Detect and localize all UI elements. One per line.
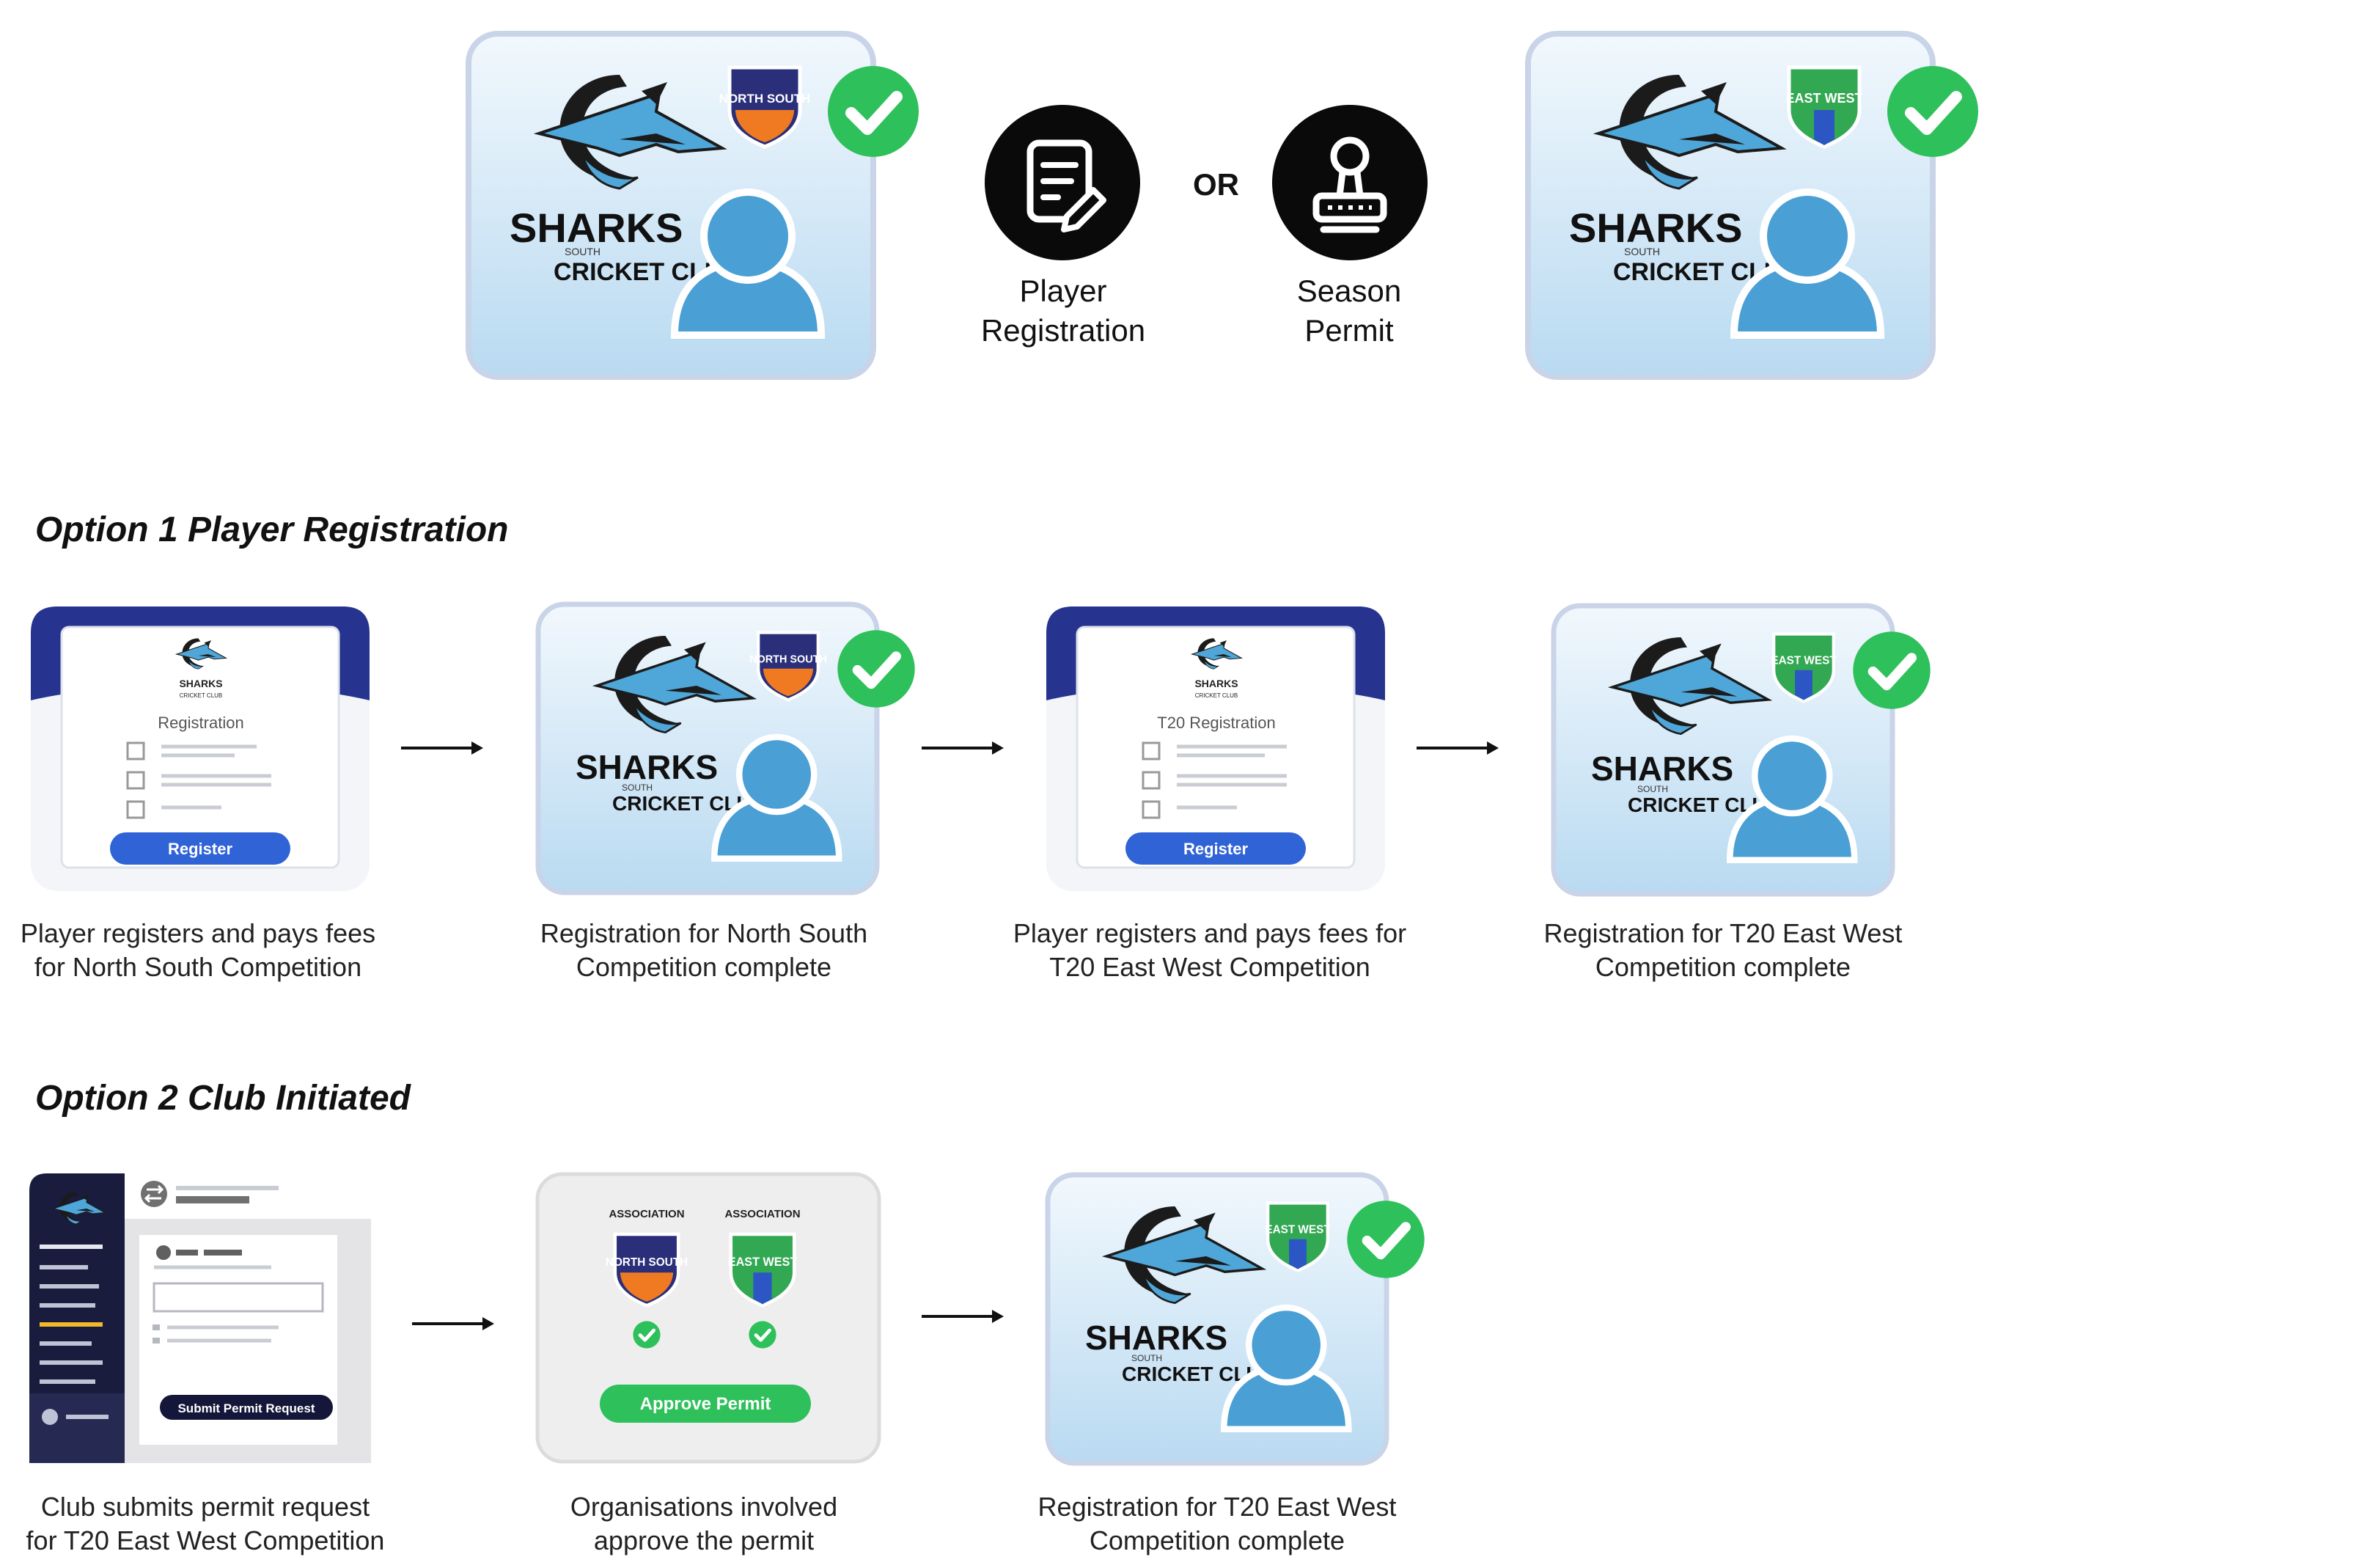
- register-button-label: Register: [1183, 840, 1248, 858]
- option1-caption-3: Player registers and pays fees for T20 E…: [1013, 918, 1407, 982]
- option2-caption-1: Club submits permit request for T20 East…: [26, 1492, 385, 1555]
- top-club-card-east-west: SHARKS SOUTH CRICKET CLUB EAST WEST: [1525, 31, 1987, 383]
- form-checkbox-row[interactable]: [126, 771, 271, 790]
- north-south-badge: NORTH SOUTH: [606, 1234, 688, 1305]
- t20-registration-form-screen: SHARKS CRICKET CLUB T20 Registration Reg…: [1045, 605, 1389, 895]
- or-label: OR: [1193, 167, 1239, 202]
- form-title: Registration: [158, 714, 243, 732]
- check-icon: [837, 630, 914, 707]
- club-sub-south: SOUTH: [1131, 1353, 1162, 1363]
- option1-heading: Option 1 Player Registration: [35, 510, 509, 549]
- user-icon: [156, 1245, 171, 1260]
- form-checkbox-row[interactable]: [126, 800, 221, 819]
- north-south-badge: NORTH SOUTH: [749, 633, 827, 700]
- east-west-badge: EAST WEST: [1265, 1203, 1331, 1271]
- check-icon: [828, 66, 919, 157]
- arrow-icon: [920, 737, 1008, 759]
- club-card-east-west: SHARKS SOUTH CRICKET CLUB EAST WEST: [1551, 603, 1939, 900]
- club-sub-south: SOUTH: [565, 246, 600, 257]
- check-icon: [1347, 1201, 1424, 1278]
- club-card-east-west: SHARKS SOUTH CRICKET CLUB EAST WEST: [1045, 1172, 1433, 1469]
- register-button[interactable]: Register: [110, 832, 290, 865]
- mini-club-sub: CRICKET CLUB: [180, 692, 223, 699]
- arrow-icon: [1415, 737, 1503, 759]
- east-west-badge: EAST WEST: [1785, 67, 1863, 147]
- check-icon: [633, 1321, 660, 1348]
- form-checkbox-row[interactable]: [126, 741, 257, 760]
- arrow-icon: [920, 1305, 1008, 1327]
- check-icon: [1887, 66, 1978, 157]
- club-admin-screen: Submit Permit Request: [29, 1173, 374, 1467]
- register-button[interactable]: Register: [1125, 832, 1306, 865]
- north-south-badge: NORTH SOUTH: [719, 67, 811, 147]
- option1-caption-4: Registration for T20 East West Competiti…: [1543, 918, 1903, 982]
- arrow-icon: [411, 1313, 499, 1335]
- form-checkbox-row[interactable]: [1142, 741, 1287, 760]
- mini-club-name: SHARKS: [179, 678, 222, 689]
- player-registration-label: Player Registration: [980, 274, 1146, 348]
- badge-label: NORTH SOUTH: [749, 653, 827, 665]
- permit-input[interactable]: [153, 1282, 324, 1313]
- registration-form-screen: SHARKS CRICKET CLUB Registration Registe…: [29, 605, 374, 895]
- club-name-sharks: SHARKS: [1569, 205, 1742, 251]
- option1-caption-1: Player registers and pays fees for North…: [20, 918, 376, 982]
- user-avatar-icon[interactable]: [42, 1409, 58, 1425]
- check-icon: [1853, 631, 1930, 708]
- form-title: T20 Registration: [1157, 714, 1275, 732]
- option2-caption-3: Registration for T20 East West Competiti…: [1037, 1492, 1397, 1555]
- club-name-sharks: SHARKS: [1085, 1319, 1227, 1357]
- club-name-sharks: SHARKS: [1591, 749, 1733, 788]
- club-sub-south: SOUTH: [1624, 246, 1660, 257]
- swap-icon[interactable]: [141, 1181, 167, 1207]
- form-checkbox-row[interactable]: [1142, 800, 1237, 819]
- east-west-badge: EAST WEST: [728, 1234, 798, 1305]
- club-name-sharks: SHARKS: [510, 205, 683, 251]
- season-permit-icon: [1272, 105, 1428, 260]
- east-west-badge: EAST WEST: [1771, 634, 1837, 702]
- option2-caption-2: Organisations involved approve the permi…: [570, 1492, 838, 1555]
- badge-label: EAST WEST: [1785, 91, 1862, 106]
- approve-permit-screen: ASSOCIATION ASSOCIATION NORTH SOUTH EAST…: [535, 1172, 884, 1465]
- club-card-north-south: SHARKS SOUTH CRICKET CLUB NORTH SOUTH: [535, 601, 924, 898]
- admin-sidebar: [29, 1173, 125, 1463]
- association-label: ASSOCIATION: [724, 1208, 800, 1220]
- badge-label: NORTH SOUTH: [606, 1256, 688, 1269]
- submit-permit-request-button[interactable]: Submit Permit Request: [160, 1395, 333, 1420]
- badge-label: EAST WEST: [1265, 1223, 1331, 1236]
- club-sub-south: SOUTH: [622, 782, 653, 793]
- approve-permit-label: Approve Permit: [640, 1394, 771, 1414]
- arrow-icon: [400, 737, 488, 759]
- mini-club-name: SHARKS: [1194, 678, 1238, 689]
- association-label: ASSOCIATION: [609, 1208, 684, 1220]
- club-name-sharks: SHARKS: [576, 748, 718, 786]
- badge-label: NORTH SOUTH: [719, 92, 811, 106]
- top-club-card-north-south: SHARKS SOUTH CRICKET CLUB NORTH SOUTH: [466, 31, 928, 383]
- badge-label: EAST WEST: [1771, 654, 1837, 667]
- club-sub-south: SOUTH: [1637, 784, 1668, 794]
- register-button-label: Register: [168, 840, 232, 858]
- submit-permit-request-label: Submit Permit Request: [177, 1401, 315, 1415]
- check-icon: [749, 1321, 776, 1348]
- approve-permit-button[interactable]: Approve Permit: [600, 1385, 811, 1423]
- option2-heading: Option 2 Club Initiated: [35, 1079, 411, 1118]
- form-checkbox-row[interactable]: [1142, 771, 1287, 790]
- option1-caption-2: Registration for North South Competition…: [540, 918, 868, 982]
- mini-club-sub: CRICKET CLUB: [1195, 692, 1238, 699]
- badge-label: EAST WEST: [728, 1256, 798, 1269]
- player-registration-icon: [985, 105, 1140, 260]
- season-permit-label: Season Permit: [1296, 274, 1402, 348]
